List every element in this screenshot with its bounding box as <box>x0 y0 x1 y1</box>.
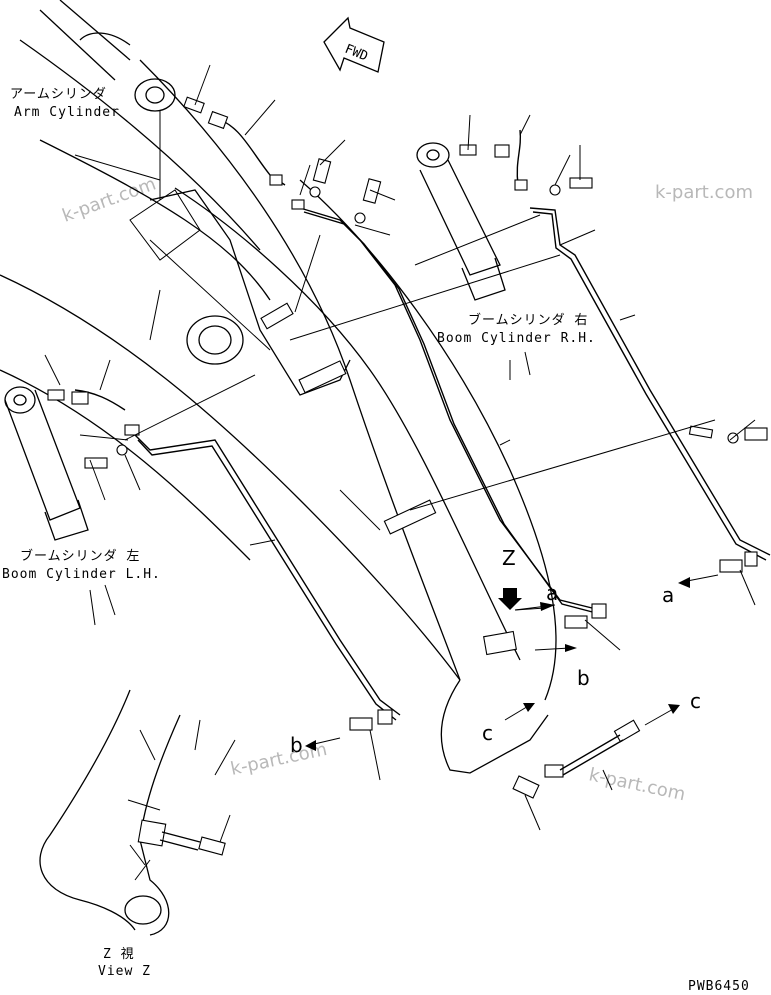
boom-cylinder-lh <box>4 386 89 541</box>
boom-structure <box>0 39 557 774</box>
boom-lh-jp-label: ブームシリンダ 左 <box>20 548 140 564</box>
watermark: k-part.com <box>587 764 687 805</box>
connection-letter-c: c <box>690 689 701 713</box>
connection-markers <box>305 574 719 751</box>
arm-cylinder-en-label: Arm Cylinder <box>14 105 120 120</box>
connection-letter-a: a <box>662 583 674 607</box>
view-z-detail <box>39 689 236 936</box>
arm-cylinder-jp-label: アームシリンダ <box>10 87 107 102</box>
leader-lines <box>44 64 756 831</box>
boom-rh-en-label: Boom Cylinder R.H. <box>437 331 596 346</box>
watermark: k-part.com <box>60 173 159 226</box>
view-z-en-label: View Z <box>98 964 151 979</box>
fwd-arrow-icon: FWD <box>323 16 385 73</box>
connection-letter-b: b <box>290 733 303 757</box>
connection-letter-a: a <box>546 581 558 605</box>
drawing-code: PWB6450 <box>688 979 750 990</box>
z-marker-label: Z <box>502 546 516 570</box>
pipe-clamps <box>260 302 437 535</box>
connection-letter-c: c <box>482 721 493 745</box>
hydraulic-pipes <box>74 117 771 721</box>
watermark: k-part.com <box>655 182 753 203</box>
boom-rh-jp-label: ブームシリンダ 右 <box>468 312 588 328</box>
connection-letter-b: b <box>577 666 590 690</box>
z-direction-arrow-icon <box>498 588 522 610</box>
boom-lh-en-label: Boom Cylinder L.H. <box>2 567 161 582</box>
fwd-label: FWD <box>343 42 371 65</box>
view-z-jp-label: Z 視 <box>103 947 135 962</box>
arm-cylinder <box>39 0 176 200</box>
